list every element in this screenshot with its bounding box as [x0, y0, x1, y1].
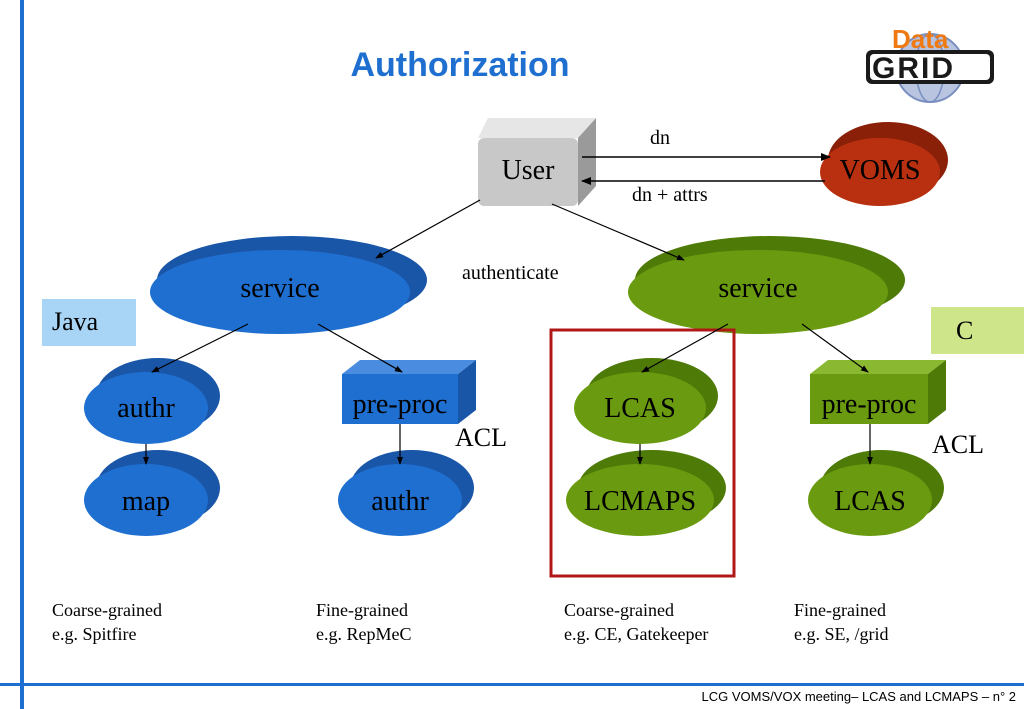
preproc-left-shape [342, 360, 476, 424]
map-left-node: map [121, 486, 171, 517]
left-accent-bar [20, 0, 24, 709]
preproc-right-shape [810, 360, 946, 424]
preproc-right-node: pre-proc [821, 389, 917, 420]
footer-accent-bar [0, 683, 1024, 686]
user-box-shape [478, 118, 596, 206]
datagrid-logo [866, 33, 994, 103]
edge-serviceR-preproc [801, 323, 869, 373]
service-left-shape [150, 236, 427, 334]
acl-right-label: ACL [932, 430, 984, 459]
authr-left-node: authr [117, 393, 175, 424]
edge-user-service-right [551, 203, 685, 261]
c-box-bg [931, 307, 1024, 354]
note-line: Fine-grained [316, 600, 408, 620]
note-line: Coarse-grained [52, 600, 162, 620]
edge-serviceR-lcas [641, 323, 729, 373]
lcmaps-node: LCMAPS [583, 486, 697, 517]
dn-label: dn [650, 127, 670, 149]
footer-text: LCG VOMS/VOX meeting– LCAS and LCMAPS – … [701, 689, 1016, 704]
lcas-main-shape [574, 358, 718, 444]
note-line: e.g. SE, /grid [794, 624, 889, 644]
authr-mid-node: authr [371, 486, 429, 517]
java-label: Java [52, 307, 99, 336]
note-line: e.g. Spitfire [52, 624, 137, 644]
note-line: Fine-grained [794, 600, 886, 620]
edge-serviceL-authr [151, 323, 249, 373]
logo-grid-text: GRID [872, 52, 955, 85]
authenticate-label: authenticate [462, 262, 559, 284]
authr-mid-shape [338, 450, 474, 536]
voms-shape [820, 122, 948, 206]
service-right-node: service [718, 273, 798, 304]
note-repmec: Fine-grained e.g. RepMeC [316, 598, 411, 646]
lcmaps-shape [566, 450, 726, 536]
user-node: User [501, 155, 555, 186]
note-gatekeeper: Coarse-grained e.g. CE, Gatekeeper [564, 598, 708, 646]
service-right-shape [628, 236, 905, 334]
slide-title: Authorization [350, 46, 570, 84]
note-line: e.g. RepMeC [316, 624, 412, 644]
lcas-right-shape [808, 450, 944, 536]
acl-left-label: ACL [455, 423, 507, 452]
map-left-shape [84, 450, 220, 536]
voms-node: VOMS [839, 155, 921, 186]
authr-left-shape [84, 358, 220, 444]
preproc-left-node: pre-proc [352, 389, 448, 420]
c-label: C [956, 316, 974, 345]
note-line: e.g. CE, Gatekeeper [564, 624, 709, 644]
note-spitfire: Coarse-grained e.g. Spitfire [52, 598, 162, 646]
lcas-lcmaps-highlight [549, 328, 736, 578]
note-grid: Fine-grained e.g. SE, /grid [794, 598, 889, 646]
logo-data-text: Data [892, 24, 949, 54]
lcas-right-node: LCAS [834, 486, 906, 517]
service-left-node: service [240, 273, 320, 304]
java-box-bg [42, 299, 136, 346]
dn-attrs-label: dn + attrs [632, 184, 708, 206]
edge-serviceL-preproc [317, 323, 403, 373]
lcas-main-node: LCAS [604, 393, 676, 424]
edge-user-service-left [375, 199, 481, 259]
note-line: Coarse-grained [564, 600, 674, 620]
